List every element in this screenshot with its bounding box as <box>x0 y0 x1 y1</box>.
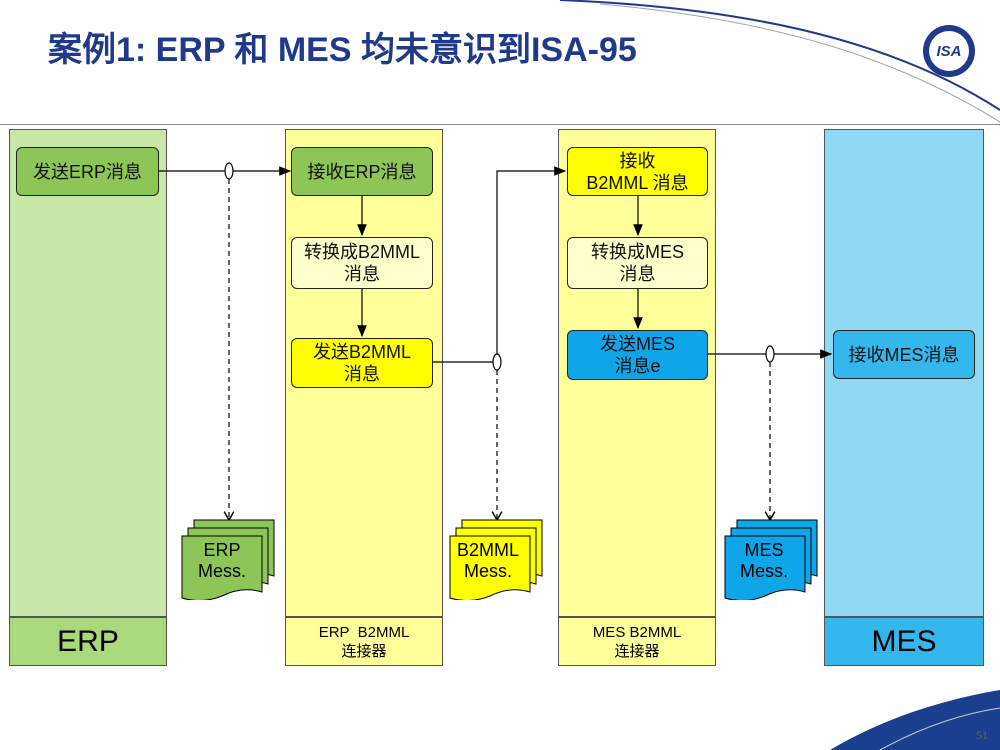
logo-text: ISA <box>936 42 962 60</box>
box-mes-receive: 接收MES消息 <box>833 330 975 379</box>
mes-lane-text: MES <box>871 624 937 658</box>
mes-message-document-label: MES Mess. <box>724 540 804 582</box>
mes-connector-lane-label: MES B2MML 连接器 <box>558 617 716 666</box>
erp-connector-label-line2: 连接器 <box>341 642 387 660</box>
erp-lane-text: ERP <box>57 624 119 658</box>
box-convert-to-b2mml: 转换成B2MML 消息 <box>291 237 433 289</box>
title-divider <box>0 124 1000 125</box>
box-receive-b2mml-text: 接收 B2MML 消息 <box>586 150 689 193</box>
box-send-b2mml: 发送B2MML 消息 <box>291 338 433 388</box>
mes-message-document-text: MES Mess. <box>739 540 788 581</box>
box-convert-to-b2mml-text: 转换成B2MML 消息 <box>303 242 420 284</box>
mes-lane-label: MES <box>824 617 984 666</box>
box-convert-to-mes-text: 转换成MES 消息 <box>590 242 684 284</box>
b2mml-message-document-label: B2MML Mess. <box>448 540 528 582</box>
erp-message-document-label: ERP Mess. <box>182 540 262 582</box>
erp-message-tap <box>224 162 234 180</box>
erp-lane <box>9 129 167 617</box>
arrow-b2mml-send-to-receive <box>433 166 567 363</box>
mes-message-document-icon <box>724 519 818 600</box>
mes-connector-label-line2: 连接器 <box>614 642 660 660</box>
b2mml-message-document-icon <box>449 519 543 600</box>
box-send-mes: 发送MES 消息e <box>567 330 708 380</box>
mes-message-tap <box>765 345 775 363</box>
isa-logo: ISA <box>923 25 975 77</box>
box-convert-to-mes: 转换成MES 消息 <box>567 237 708 289</box>
erp-lane-label: ERP <box>9 617 167 666</box>
erp-connector-label-line1: ERP B2MML <box>318 623 410 641</box>
b2mml-message-document-text: B2MML Mess. <box>456 540 519 581</box>
b2mml-message-tap <box>492 353 502 371</box>
box-receive-b2mml: 接收 B2MML 消息 <box>567 147 708 196</box>
box-erp-receive-text: 接收ERP消息 <box>307 161 417 182</box>
erp-connector-lane-label: ERP B2MML 连接器 <box>285 617 443 666</box>
box-send-b2mml-text: 发送B2MML 消息 <box>312 342 411 384</box>
box-erp-send-text: 发送ERP消息 <box>32 161 142 182</box>
mes-connector-label-line1: MES B2MML <box>592 623 682 641</box>
box-erp-send: 发送ERP消息 <box>16 147 159 196</box>
page-title: 案例1: ERP 和 MES 均未意识到ISA-95 <box>48 31 637 69</box>
box-send-mes-text: 发送MES 消息e <box>599 334 675 376</box>
page-number: 51 <box>976 728 988 742</box>
erp-message-document-text: ERP Mess. <box>197 540 246 581</box>
erp-message-document-icon <box>181 519 275 600</box>
box-erp-receive: 接收ERP消息 <box>291 147 433 196</box>
box-mes-receive-text: 接收MES消息 <box>848 344 960 365</box>
